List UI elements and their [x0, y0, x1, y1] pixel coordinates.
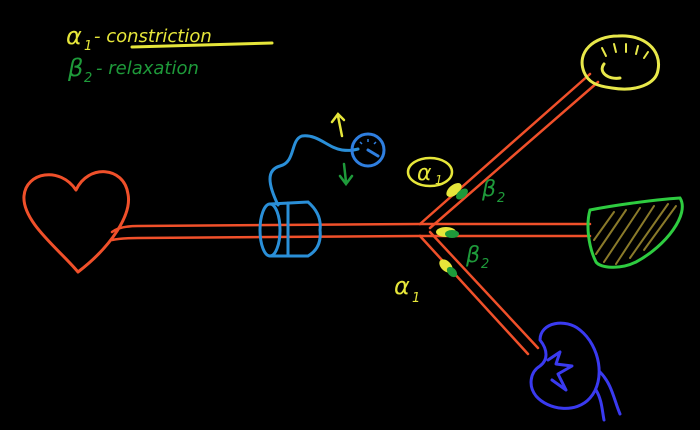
circled-alpha1-sub: 1	[435, 173, 443, 187]
ureter-b	[596, 390, 604, 420]
upper-branch-b	[430, 82, 598, 228]
brain-gyri	[602, 44, 648, 58]
pressure-down-arrow	[340, 164, 352, 184]
beta2-upper-symbol: β	[481, 177, 496, 202]
liver-hatching	[594, 204, 676, 264]
beta2-upper-sub: 2	[497, 191, 505, 206]
brain-icon	[582, 36, 658, 89]
alpha1-lower-symbol: α	[394, 272, 410, 300]
middle-beta2-receptor	[445, 230, 459, 238]
brain-inner-fold	[602, 64, 620, 78]
legend-beta2-symbol: β	[67, 54, 83, 82]
liver-icon	[588, 198, 682, 267]
legend: α 1 - constriction β 2 - relaxation	[66, 22, 272, 86]
gauge-ticks	[360, 139, 376, 144]
legend-beta2-subscript: 2	[84, 71, 92, 86]
liver-outline	[588, 198, 682, 267]
lower-branch-b	[430, 232, 538, 348]
legend-alpha1-symbol: α	[66, 22, 82, 50]
main-vessel-bottom	[112, 236, 420, 240]
heart-icon	[24, 172, 129, 272]
legend-alpha1-subscript: 1	[84, 39, 92, 54]
legend-beta2-text: - relaxation	[96, 58, 199, 79]
beta2-lower-symbol: β	[465, 243, 480, 268]
alpha1-lower-sub: 1	[412, 291, 420, 306]
brain-outline	[582, 36, 658, 89]
beta2-lower-sub: 2	[481, 257, 489, 272]
circled-alpha1-symbol: α	[417, 161, 432, 186]
kidney-icon	[531, 323, 620, 420]
gauge-needle	[368, 150, 378, 156]
receptor-markers	[436, 180, 470, 279]
main-vessel-top	[112, 224, 420, 232]
pressure-up-arrow	[332, 114, 344, 136]
vessel-tree	[112, 74, 598, 354]
cuff-front-ellipse	[260, 204, 280, 256]
kidney-pelvis	[548, 352, 572, 390]
